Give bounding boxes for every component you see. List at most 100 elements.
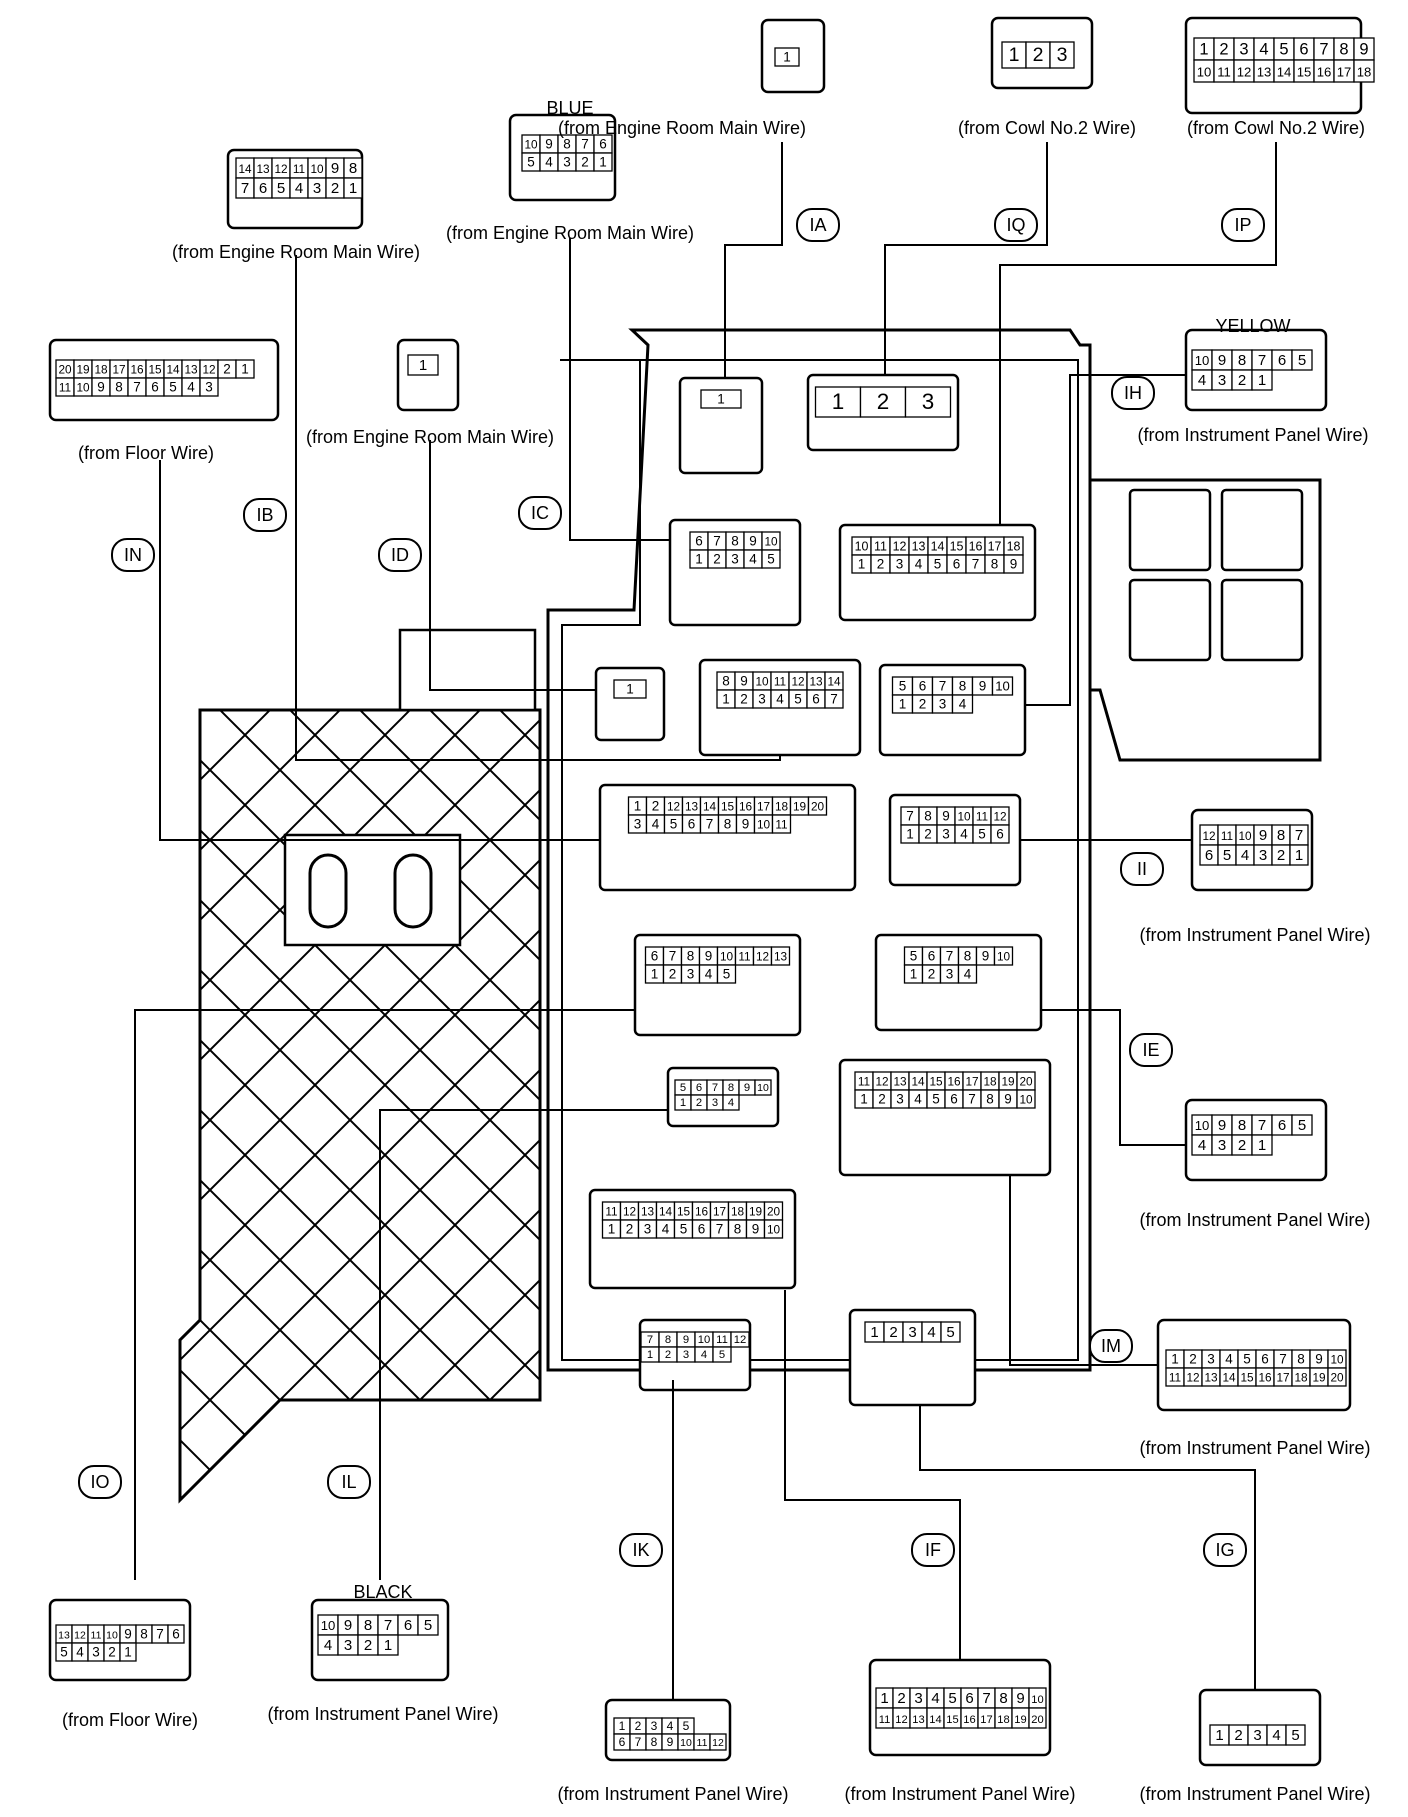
connector-color-label: YELLOW <box>1215 316 1291 336</box>
pin-number: 11 <box>1217 64 1231 79</box>
pin-number: 7 <box>156 1626 164 1641</box>
pin-number: 15 <box>1240 1370 1254 1384</box>
pin-cell <box>407 354 439 376</box>
pin-number: 5 <box>1298 1117 1306 1134</box>
pin-number: 3 <box>922 389 935 414</box>
pin-number: 5 <box>527 154 535 169</box>
pin-number: 15 <box>148 362 162 376</box>
pin-number: 9 <box>344 1617 352 1634</box>
leader-line <box>1025 374 1186 706</box>
pin-number: 2 <box>928 966 936 981</box>
leader-line <box>134 1009 635 1580</box>
pin-number: 7 <box>1319 40 1328 58</box>
connector-code-badge: IL <box>327 1465 371 1499</box>
pin-number: 12 <box>623 1204 636 1218</box>
pin-number: 1 <box>680 1097 686 1109</box>
pin-number: 2 <box>877 389 890 414</box>
pin-number: 8 <box>964 948 972 963</box>
pin-cell <box>1016 1089 1036 1109</box>
pin-number: 2 <box>1238 1137 1246 1154</box>
pin-cell <box>807 796 828 816</box>
pin-number: 10 <box>957 809 971 823</box>
pin-number: 7 <box>968 1091 976 1106</box>
pin-cell <box>712 1346 732 1363</box>
pin-number: 8 <box>563 136 571 151</box>
pin-cell <box>119 1642 137 1662</box>
connector-code-badge: IC <box>518 496 562 530</box>
pin-number: 9 <box>1004 1091 1012 1106</box>
pin-number: 1 <box>241 361 249 376</box>
pin-number: 6 <box>688 816 696 831</box>
pin-number: 16 <box>695 1204 709 1218</box>
pin-number: 4 <box>545 154 553 169</box>
pin-number: 3 <box>908 1324 916 1341</box>
connector-source-label: (from Engine Room Main Wire) <box>305 427 555 447</box>
pin-number: 9 <box>744 1082 750 1094</box>
pin-number: 1 <box>384 1637 392 1654</box>
pin-number: 15 <box>1297 64 1312 79</box>
pin-number: 1 <box>626 681 634 696</box>
pin-number: 2 <box>364 1637 372 1654</box>
pin-number: 7 <box>581 136 589 151</box>
pin-cell <box>824 689 844 709</box>
pin-number: 4 <box>701 1349 707 1361</box>
pin-number: 15 <box>721 799 735 813</box>
pin-number: 8 <box>687 948 695 963</box>
pin-number: 19 <box>749 1204 762 1218</box>
pin-number: 5 <box>1279 40 1288 58</box>
bracket-slot <box>393 853 433 929</box>
pin-number: 8 <box>731 533 739 548</box>
pin-number: 19 <box>1014 1714 1026 1726</box>
relay-slot <box>1220 488 1304 572</box>
pin-number: 10 <box>1238 829 1252 843</box>
pin-number: 2 <box>877 556 885 571</box>
pin-number: 7 <box>133 379 141 394</box>
pin-number: 1 <box>860 1091 868 1106</box>
pin-cell <box>763 1219 784 1239</box>
pin-number: 10 <box>997 949 1011 963</box>
pin-number: 5 <box>670 816 678 831</box>
pin-number: 15 <box>946 1714 958 1726</box>
pin-number: 1 <box>647 1349 653 1361</box>
connector-id-pins: 1 <box>407 354 439 376</box>
pin-number: 13 <box>184 362 198 376</box>
pin-number: 7 <box>712 1082 718 1094</box>
connector-code-badge: IQ <box>994 208 1038 242</box>
pin-number: 1 <box>858 556 866 571</box>
pin-number: 1 <box>910 966 918 981</box>
pin-cell <box>417 1614 439 1636</box>
pin-number: 11 <box>858 1074 870 1088</box>
pin-number: 20 <box>767 1204 781 1218</box>
pin-cell <box>990 824 1010 844</box>
pin-number: 10 <box>767 1222 781 1236</box>
pin-number: 6 <box>619 1735 626 1749</box>
pin-number: 15 <box>950 539 964 553</box>
pin-number: 14 <box>1222 1370 1236 1384</box>
relay-base <box>398 628 537 712</box>
pin-cell <box>709 1733 727 1751</box>
pin-number: 7 <box>1295 827 1303 844</box>
connector-code-badge: IE <box>1129 1033 1173 1067</box>
pin-number: 4 <box>1241 847 1249 864</box>
pin-number: 5 <box>948 1690 956 1707</box>
connector-source-label: (from Instrument Panel Wire) <box>844 1784 1076 1804</box>
pin-number: 6 <box>1278 1117 1286 1134</box>
pin-number: 7 <box>830 691 838 706</box>
pin-number: 15 <box>929 1074 943 1088</box>
pin-number: 6 <box>695 533 703 548</box>
pin-number: 7 <box>669 948 677 963</box>
pin-number: 1 <box>717 391 725 406</box>
pin-number: 14 <box>166 362 180 376</box>
pin-number: 14 <box>929 1714 941 1726</box>
